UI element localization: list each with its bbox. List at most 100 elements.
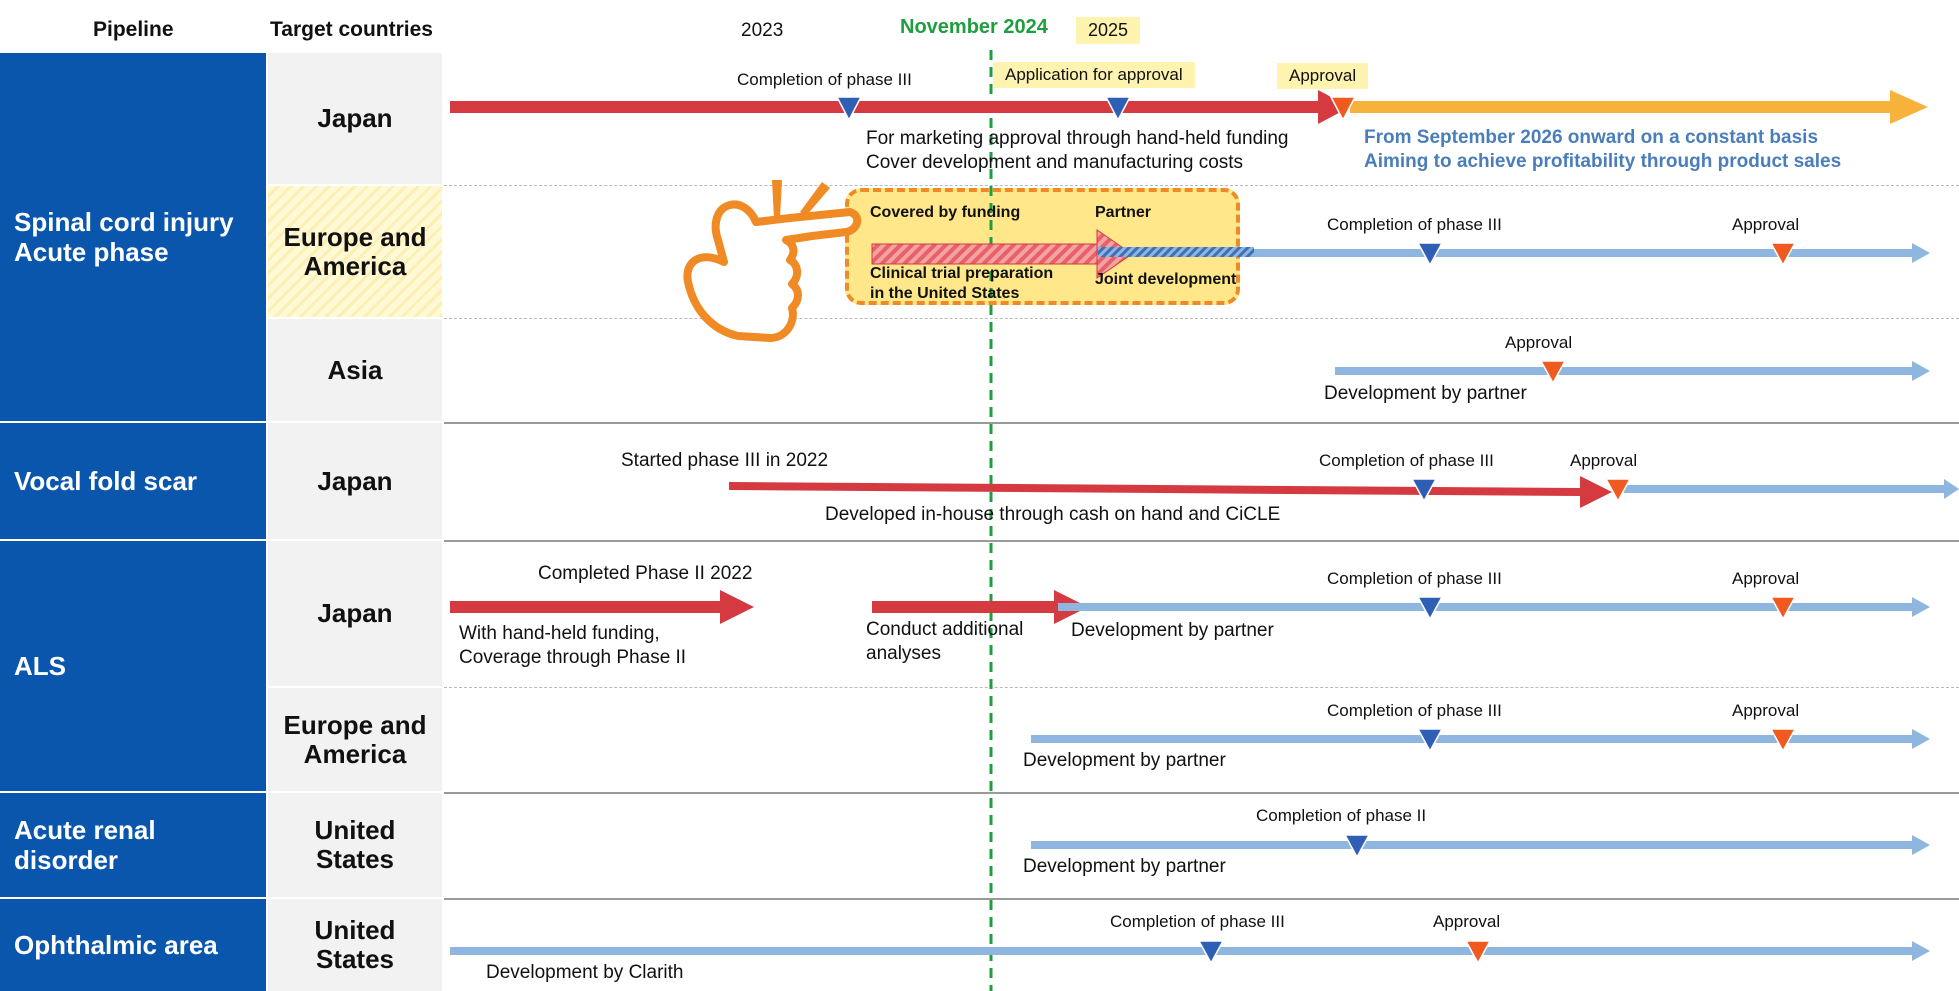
section-divider [444,792,1959,794]
country-als-europe-america: Europe and America [268,688,442,791]
inhouse-arrowhead [720,590,754,624]
section-divider [444,422,1959,424]
partner-bar-sci-eu-am [1254,249,1914,257]
milestone-label: Completion of phase III [1319,451,1494,470]
milestone-triangle-blue [1104,96,1132,122]
milestone-triangle-blue [1197,940,1225,965]
country-renal-us: United States [268,793,442,897]
partner-note: Development by partner [1023,856,1226,877]
partner-bar-sci-asia [1335,367,1915,375]
milestone-triangle-orange [1769,242,1797,267]
milestone-label: Approval [1433,912,1501,931]
outlook-line2: Aiming to achieve profitability through … [1364,151,1842,172]
clarith-note: Development by Clarith [486,962,684,983]
row-divider [444,185,1959,186]
milestone-label: Completion of phase III [737,70,912,89]
partner-bar-renal [1031,841,1914,849]
callout-funding-label: Covered by funding [870,204,1021,221]
partner-arrowhead [1912,835,1930,855]
milestone-label: Approval [1732,215,1800,234]
row-divider [444,687,1959,688]
current-date-label: November 2024 [900,16,1048,38]
pipeline-spinal-cord-injury: Spinal cord injury Acute phase [0,53,266,421]
partner-arrowhead [1912,729,1930,749]
inhouse-bar-als-phase2 [450,601,720,613]
inhouse-arrowhead [1318,90,1350,124]
callout-partner-label: Partner [1095,204,1152,221]
callout-text-layer: Covered by funding Clinical trial prepar… [845,188,1240,305]
milestone-label: Completion of phase III [1327,701,1502,720]
target-countries-header: Target countries [270,18,433,41]
milestone-label: Completion of phase III [1327,569,1502,588]
pipeline-vocal-fold-scar: Vocal fold scar [0,423,266,539]
als-analysis-line1: Conduct additional [866,619,1024,640]
outlook-arrowhead [1890,90,1928,124]
joint-development-bar [1098,247,1254,257]
als-funding-line1: With hand-held funding, [459,623,660,644]
partner-arrowhead [1912,361,1930,381]
year-2025-label: 2025 [1076,17,1141,44]
country-sci-europe-america: Europe and America [268,186,442,317]
milestone-triangle-orange [1539,360,1567,385]
sci-japan-note-line2: Cover development and manufacturing cost… [866,152,1244,173]
partner-arrowhead [1912,941,1930,961]
partner-bar-vocal [1612,485,1947,493]
section-divider [444,540,1959,542]
milestone-triangle-blue [835,96,863,122]
sparkle-icon [772,180,830,218]
milestone-tag-application: Application for approval [993,62,1195,88]
milestone-triangle-orange [1769,728,1797,753]
partner-bar-als-japan [1058,603,1914,611]
milestone-label: Completion of phase III [1110,912,1285,931]
milestone-triangle-orange [1604,478,1632,503]
pipeline-als: ALS [0,541,266,791]
milestone-tag-approval: Approval [1277,63,1369,89]
inhouse-bar-als-analyses [872,601,1054,613]
milestone-triangle-blue [1416,728,1444,753]
country-sci-japan: Japan [268,53,442,184]
als-analysis-line2: analyses [866,643,941,664]
year-2023-label: 2023 [741,20,784,41]
row-divider [444,318,1959,319]
callout-prep-line2: in the United States [870,285,1020,302]
section-divider [444,898,1959,900]
milestone-triangle-orange [1769,596,1797,621]
callout-prep-line1: Clinical trial preparation [870,265,1054,282]
partner-arrowhead [1912,243,1930,263]
milestone-triangle-blue [1343,834,1371,859]
vocal-start-note: Started phase III in 2022 [621,450,829,471]
inhouse-bar-sci-japan [450,101,1332,113]
outlook-line1: From September 2026 onward on a constant… [1364,127,1819,148]
als-funding-line2: Coverage through Phase II [459,647,687,668]
pointing-hand-icon [683,200,862,342]
partner-note: Development by partner [1071,620,1274,641]
country-vocal-japan: Japan [268,423,442,539]
milestone-label: Completion of phase II [1256,806,1427,825]
milestone-label: Approval [1505,333,1573,352]
inhouse-bar-vocal [729,476,1612,508]
milestone-label: Approval [1732,701,1800,720]
partner-arrowhead [1912,597,1930,617]
partner-bar-als-eu-am [1031,735,1914,743]
pipeline-header: Pipeline [93,18,174,41]
partner-arrowhead [1944,479,1959,499]
pipeline-ophthalmic-area: Ophthalmic area [0,899,266,991]
milestone-triangle-blue [1416,596,1444,621]
partner-bar-ophthalmic [450,947,1914,955]
milestone-label: Approval [1570,451,1638,470]
milestone-triangle-blue [1416,242,1444,267]
country-ophthalmic-us: United States [268,899,442,991]
pipeline-acute-renal-disorder: Acute renal disorder [0,793,266,897]
outlook-bar-sci-japan [1350,101,1892,113]
partner-note: Development by partner [1023,750,1226,771]
partner-note: Development by partner [1324,383,1527,404]
country-als-japan: Japan [268,541,442,686]
sci-japan-note-line1: For marketing approval through hand-held… [866,128,1289,149]
milestone-triangle-blue [1410,478,1438,503]
milestone-label: Approval [1732,569,1800,588]
milestone-triangle-orange [1329,96,1357,122]
country-sci-asia: Asia [268,319,442,421]
vocal-inhouse-note: Developed in-house through cash on hand … [825,504,1281,525]
milestone-triangle-orange [1464,940,1492,965]
